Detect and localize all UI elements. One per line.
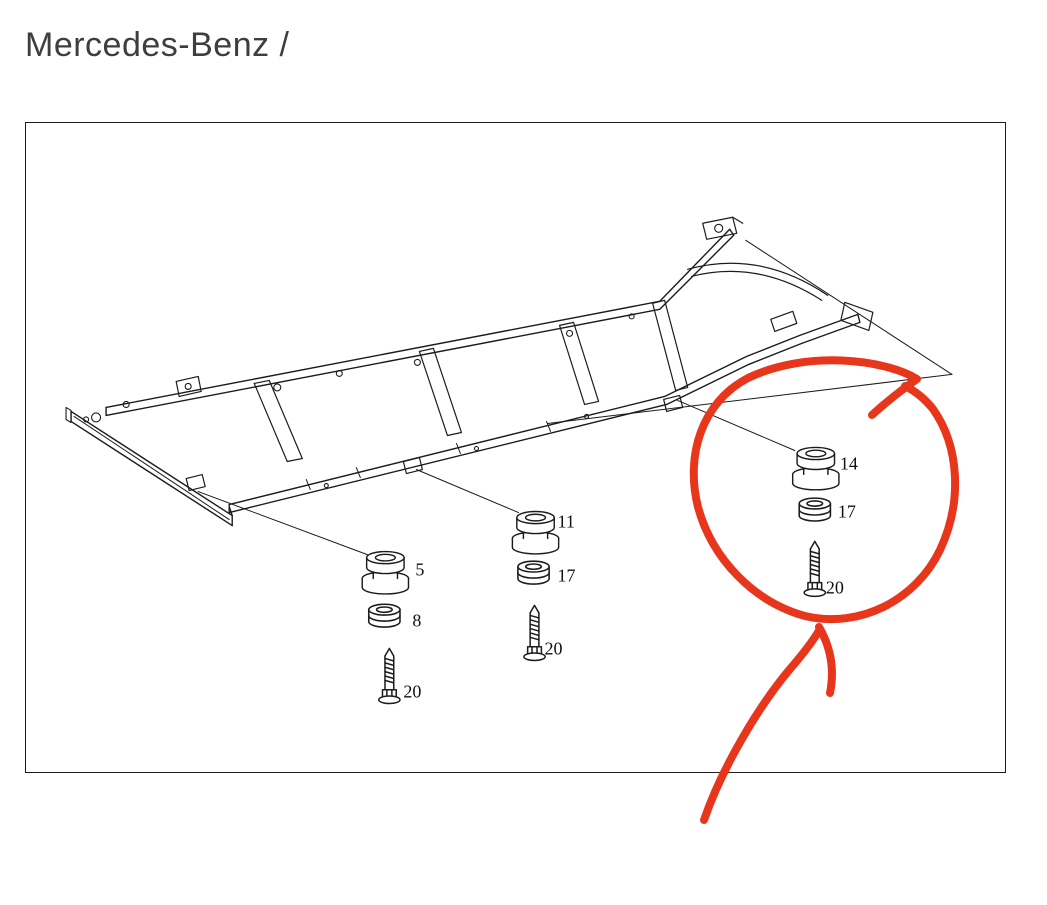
washer-part-17-right xyxy=(798,497,832,522)
ground-plane-lines xyxy=(547,239,953,424)
leader-line-part-14 xyxy=(677,399,796,452)
washer-part-8 xyxy=(367,603,401,628)
leader-line-part-11 xyxy=(415,469,520,514)
part-label-20-middle: 20 xyxy=(545,639,563,659)
part-label-14: 14 xyxy=(840,454,858,474)
page-title: Mercedes-Benz / xyxy=(25,26,290,64)
bushing-part-5 xyxy=(361,550,410,595)
part-label-5: 5 xyxy=(415,560,424,580)
bushing-part-14 xyxy=(791,446,840,491)
bolt-part-20-left xyxy=(377,647,401,705)
part-label-8: 8 xyxy=(412,611,421,631)
part-label-20-right: 20 xyxy=(826,578,844,598)
bushing-part-11 xyxy=(511,510,560,555)
part-group-middle-body-mount: 11 17 20 xyxy=(511,510,576,662)
chassis-parts-diagram: 5 8 20 11 17 20 14 17 xyxy=(65,216,953,705)
part-group-right-body-mount: 14 17 20 xyxy=(791,446,858,598)
part-label-17-middle: 17 xyxy=(558,566,576,586)
part-label-17-right: 17 xyxy=(838,502,856,522)
leader-line-part-5 xyxy=(197,491,368,556)
chassis-frame xyxy=(65,216,874,527)
bolt-part-20-right xyxy=(803,540,827,598)
part-label-11: 11 xyxy=(558,512,575,532)
part-group-left-body-mount: 5 8 20 xyxy=(361,550,424,705)
washer-part-17-middle xyxy=(517,560,550,585)
diagram-box: 5 8 20 11 17 20 14 17 xyxy=(25,122,1006,773)
part-label-20-left: 20 xyxy=(403,682,421,702)
bolt-part-20-middle xyxy=(523,604,546,662)
